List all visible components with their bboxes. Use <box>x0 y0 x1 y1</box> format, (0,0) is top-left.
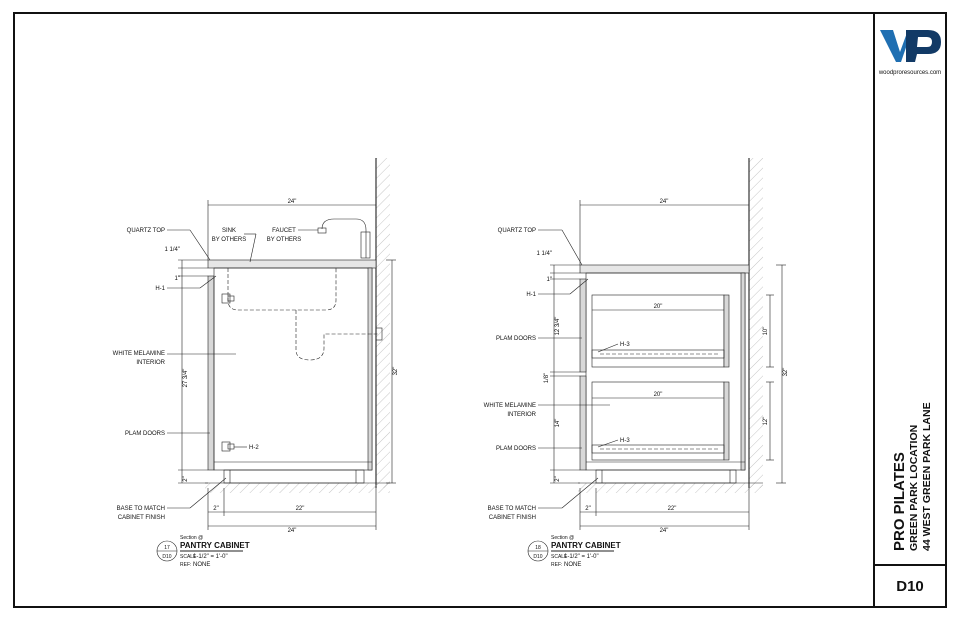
callout-plam-doors: PLAM DOORS <box>125 431 165 437</box>
dim-overall-h: 32" <box>783 368 789 377</box>
tag-scale-label: SCALE <box>551 554 568 560</box>
tag-section: Section @ <box>551 535 574 541</box>
callout-h2: H-2 <box>249 445 259 451</box>
callout-white-melamine-2: INTERIOR <box>507 412 536 418</box>
dim-base-h: 2" <box>183 476 189 481</box>
drawer-slide-h3-bottom <box>591 444 725 454</box>
cabinet-base <box>223 469 365 484</box>
tag-section: Section @ <box>180 535 203 541</box>
wall-hatch <box>749 158 763 488</box>
callout-quartz-top: QUARTZ TOP <box>498 228 536 234</box>
drawer-front-top <box>579 278 587 373</box>
project-name: PRO PILATES <box>891 452 908 551</box>
dim-bot-w: 24" <box>660 528 669 534</box>
dim-drawer-bot: 14" <box>555 419 561 428</box>
dim-overall-h: 32" <box>393 367 399 376</box>
dim-mid-w: 22" <box>668 506 677 512</box>
tag-ref-label: REF: <box>551 562 562 568</box>
quartz-countertop <box>579 264 750 274</box>
callout-plam-doors-top: PLAM DOORS <box>496 336 536 342</box>
tag-number: 17 <box>164 545 170 551</box>
callout-base-2: CABINET FINISH <box>489 515 536 521</box>
dim-base-w: 2" <box>585 506 590 512</box>
dim-inner-top: 20" <box>654 304 663 310</box>
tag-sheet: D10 <box>162 554 171 560</box>
callout-plam-doors-bottom: PLAM DOORS <box>496 446 536 452</box>
tag-ref-label: REF: <box>180 562 191 568</box>
callout-white-melamine-1: WHITE MELAMINE <box>113 351 165 357</box>
callout-quartz-top: QUARTZ TOP <box>127 228 165 234</box>
dim-top-width: 24" <box>288 199 297 205</box>
company-logo: WP <box>0 0 941 62</box>
sheet-border <box>13 12 947 608</box>
tag-scale-label: SCALE <box>180 554 197 560</box>
callout-base-1: BASE TO MATCH <box>117 506 165 512</box>
project-location: GREEN PARK LOCATION <box>908 425 920 551</box>
callout-sink-by: BY OTHERS <box>212 237 247 243</box>
callout-h3-bottom: H-3 <box>620 438 630 444</box>
dim-right-bot: 12" <box>763 417 769 426</box>
callout-white-melamine-1: WHITE MELAMINE <box>484 403 536 409</box>
sheet-number: D10 <box>896 578 924 595</box>
dim-mid-w: 22" <box>296 506 305 512</box>
dim-inner-bot: 20" <box>654 392 663 398</box>
drawer-slide-h3-top <box>591 349 725 359</box>
dim-bot-w: 24" <box>288 528 297 534</box>
plam-door-panel <box>207 275 215 471</box>
dim-base-h: 2" <box>555 476 561 481</box>
dim-gap: 1" <box>547 277 552 283</box>
dim-top-thk: 1 1/4" <box>537 251 552 257</box>
dim-base-w: 2" <box>213 506 218 512</box>
tag-ref: NONE <box>193 562 210 568</box>
dim-gap: 1" <box>175 276 180 282</box>
cabinet-base <box>595 469 737 484</box>
drawer-front-bottom <box>579 375 587 471</box>
wall-hatch <box>376 158 390 488</box>
callout-white-melamine-2: INTERIOR <box>136 360 165 366</box>
callout-h1: H-1 <box>155 286 165 292</box>
dim-door-h: 27 3/4" <box>183 369 189 388</box>
tag-title: PANTRY CABINET <box>180 541 250 550</box>
tag-ref: NONE <box>564 562 581 568</box>
sink-bowl <box>227 268 337 311</box>
floor-hatch <box>578 483 763 493</box>
back-panel <box>367 267 373 471</box>
hinge-h2 <box>221 441 231 452</box>
logo-letters: WP <box>0 0 2 1</box>
hinge-h1 <box>221 293 231 304</box>
dim-right-top: 10" <box>763 327 769 336</box>
callout-base-2: CABINET FINISH <box>118 515 165 521</box>
section-17: 24" 1 1/4" 1" 27 3/4" 2" 32" 2" 22" 24" … <box>113 158 399 568</box>
cabinet-box <box>213 267 373 471</box>
logo-p-shape <box>906 30 941 62</box>
callout-base-1: BASE TO MATCH <box>488 506 536 512</box>
tag-scale: 1-1/2" = 1'-0" <box>564 554 599 560</box>
dim-reveal: 1/8" <box>544 373 550 383</box>
logo-v-shape <box>880 30 912 62</box>
callout-sink: SINK <box>222 228 236 234</box>
callout-faucet: FAUCET <box>272 228 296 234</box>
floor-hatch <box>205 483 390 493</box>
callout-faucet-by: BY OTHERS <box>267 237 302 243</box>
tag-scale: 1-1/2" = 1'-0" <box>193 554 228 560</box>
back-panel <box>740 272 746 471</box>
quartz-countertop <box>207 259 377 269</box>
cabinet-box <box>585 272 746 471</box>
dim-drawer-top: 12 3/4" <box>555 317 561 336</box>
dim-top-width: 24" <box>660 199 669 205</box>
dim-top-thk: 1 1/4" <box>165 247 180 253</box>
tag-sheet: D10 <box>533 554 542 560</box>
tag-number: 18 <box>535 545 541 551</box>
project-address: 44 WEST GREEN PARK LANE <box>921 402 933 551</box>
callout-h1: H-1 <box>526 292 536 298</box>
tag-title: PANTRY CABINET <box>551 541 621 550</box>
callout-h3-top: H-3 <box>620 342 630 348</box>
faucet <box>321 218 367 258</box>
company-website: woodproresources.com <box>878 70 941 76</box>
drain-trap <box>295 310 378 361</box>
section-18: 24" 1 1/4" 1" 12 3/4" 1/8" 14" 2" 20" 20… <box>484 158 789 568</box>
